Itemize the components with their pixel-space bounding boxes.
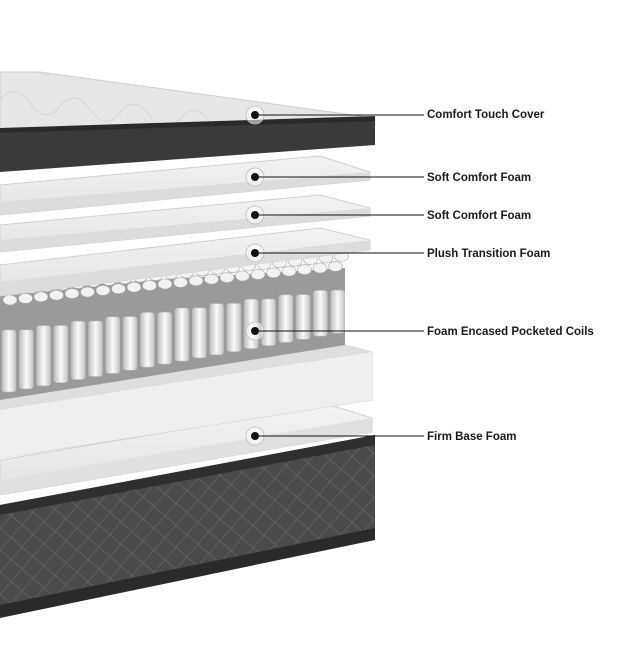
- callout-marker-dot: [251, 173, 259, 181]
- coil-pocket: [105, 316, 121, 374]
- coil-pocket: [18, 329, 34, 390]
- coil-top: [297, 264, 312, 275]
- callout-marker-dot: [251, 432, 259, 440]
- coil-top: [126, 281, 142, 293]
- coil-pocket: [192, 307, 207, 359]
- coil-top: [18, 293, 33, 304]
- coil-pocket: [36, 325, 51, 387]
- label-foam-encased-pocketed-coils: Foam Encased Pocketed Coils: [427, 326, 594, 338]
- label-soft-comfort-foam-2: Soft Comfort Foam: [427, 210, 532, 222]
- label-plush-transition-foam: Plush Transition Foam: [427, 248, 551, 260]
- label-firm-base-foam: Firm Base Foam: [427, 431, 517, 443]
- coil-top: [2, 294, 18, 306]
- coil-top: [173, 277, 188, 288]
- coil-encasement-tray: [0, 344, 373, 459]
- coil-pocket: [278, 294, 294, 343]
- label-soft-comfort-foam-1: Soft Comfort Foam: [427, 172, 532, 184]
- coil-top: [157, 278, 173, 290]
- coil-pocket: [226, 303, 242, 352]
- coil-pocket: [174, 307, 190, 362]
- coil-top: [328, 261, 343, 272]
- callout-marker-dot: [251, 249, 259, 257]
- coil-top: [64, 288, 80, 299]
- coil-top: [219, 272, 235, 283]
- coil-pocket: [313, 290, 328, 337]
- coil-pocket: [53, 325, 69, 383]
- coil-top: [281, 265, 297, 277]
- coil-top: [204, 273, 219, 285]
- callout-marker-dot: [251, 211, 259, 219]
- coil-top: [95, 285, 111, 296]
- coil-top: [49, 289, 64, 301]
- coil-pocket: [122, 316, 138, 371]
- coil-top: [266, 267, 281, 279]
- coil-top: [80, 286, 95, 298]
- coil-pocket: [88, 320, 103, 377]
- coil-top: [33, 291, 49, 303]
- coil-top: [188, 275, 204, 287]
- callout-marker-dot: [251, 327, 259, 335]
- label-comfort-touch-cover: Comfort Touch Cover: [427, 109, 545, 121]
- coil-top: [111, 283, 126, 295]
- coil-top: [235, 270, 250, 282]
- soft-comfort-foam-layer-2: [0, 194, 371, 253]
- coil-pocket: [330, 289, 346, 334]
- coil-pocket: [295, 294, 311, 340]
- coil-top: [142, 280, 157, 291]
- coil-pocket: [209, 303, 224, 356]
- coil-pocket: [70, 320, 86, 380]
- coil-pocket: [140, 312, 155, 368]
- callout-marker-dot: [251, 111, 259, 119]
- plush-transition-foam-layer: [0, 227, 371, 297]
- coil-pocket: [157, 311, 172, 365]
- coil-top: [250, 269, 266, 280]
- coil-pocket: [261, 298, 276, 346]
- base-foundation: [0, 435, 375, 618]
- coil-pocket: [1, 329, 17, 393]
- callout-leaders: [245, 105, 424, 446]
- soft-comfort-foam-layer-1: [0, 155, 371, 216]
- coil-top: [312, 262, 328, 274]
